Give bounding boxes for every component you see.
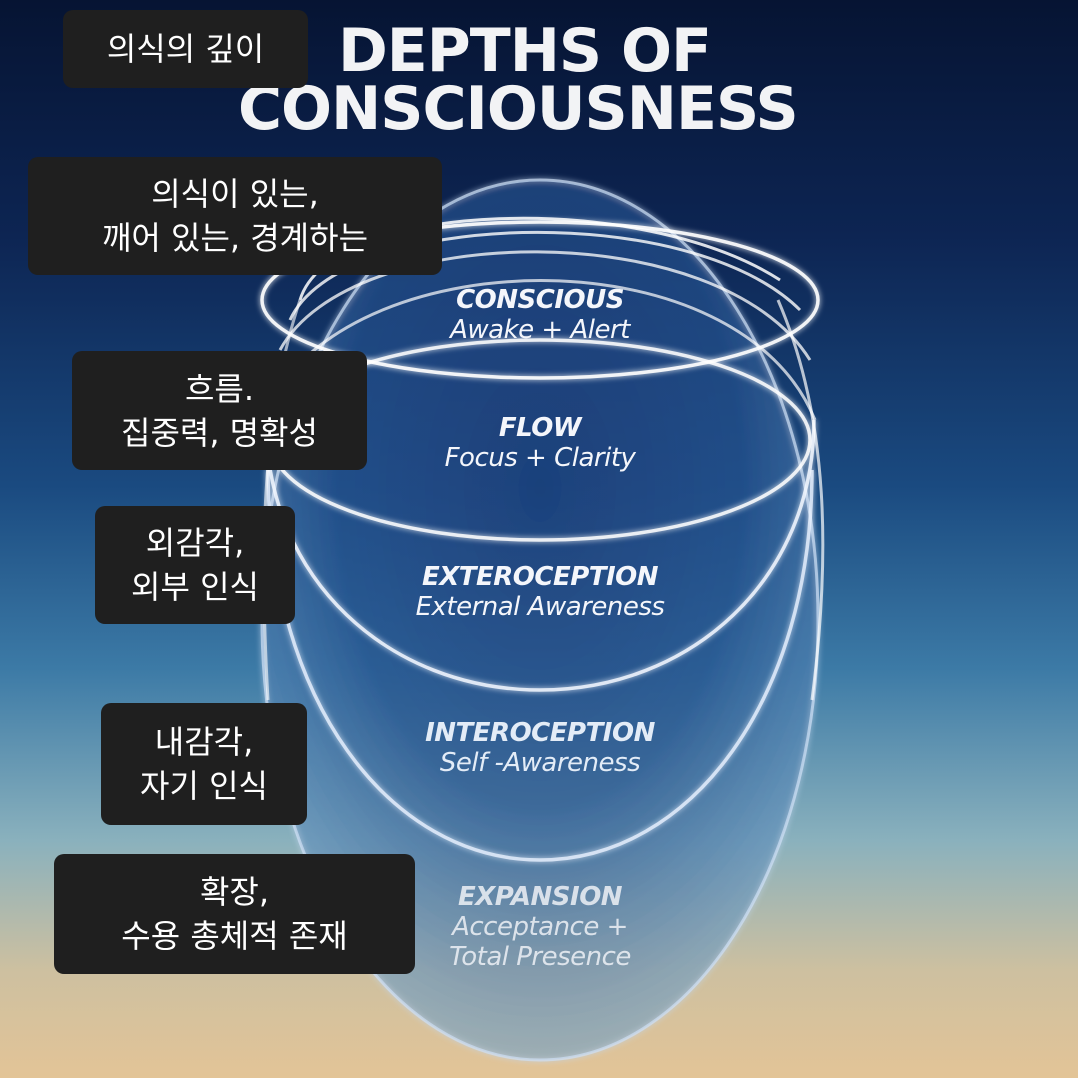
- note-expansion-korean: 확장, 수용 총체적 존재: [54, 854, 415, 974]
- layer-desc: External Awareness: [415, 592, 665, 622]
- layer-interoception: INTEROCEPTION Self -Awareness: [360, 718, 720, 778]
- note-line: 의식의 깊이: [106, 30, 265, 68]
- ring-side-left: [262, 299, 302, 701]
- note-exteroception-korean: 외감각, 외부 인식: [95, 506, 295, 624]
- note-line: 수용 총체적 존재: [121, 917, 348, 955]
- ring-arc-2: [288, 230, 802, 321]
- layer-exteroception: EXTEROCEPTION External Awareness: [360, 562, 720, 622]
- layer-name: EXTEROCEPTION: [421, 562, 659, 592]
- layer-name: FLOW: [498, 413, 582, 443]
- note-line: 자기 인식: [140, 767, 268, 805]
- note-line: 깨어 있는, 경계하는: [101, 219, 369, 257]
- ring-conscious: [260, 220, 820, 380]
- layer-desc: Focus + Clarity: [444, 443, 636, 473]
- note-line: 외감각,: [145, 524, 245, 562]
- layer-desc-2: Total Presence: [449, 942, 631, 972]
- ring-side-right: [776, 299, 825, 701]
- title-line-1: DEPTHS OF: [338, 16, 712, 86]
- layer-name: INTEROCEPTION: [425, 718, 655, 748]
- title-line-2: CONSCIOUSNESS: [238, 74, 799, 144]
- layer-name: CONSCIOUS: [456, 285, 624, 315]
- note-line: 의식이 있는,: [151, 175, 319, 213]
- ring-arc-3: [278, 250, 812, 361]
- note-line: 집중력, 명확성: [121, 413, 318, 452]
- note-line: 확장,: [199, 873, 270, 911]
- note-depths-korean: 의식의 깊이: [63, 10, 308, 88]
- note-line: 내감각,: [154, 723, 254, 761]
- ring-exteroception: [264, 419, 816, 692]
- ring-arc-4: [270, 279, 817, 421]
- note-interoception-korean: 내감각, 자기 인식: [101, 703, 307, 825]
- note-conscious-korean: 의식이 있는, 깨어 있는, 경계하는: [28, 157, 442, 275]
- layer-flow: FLOW Focus + Clarity: [360, 413, 720, 473]
- layer-desc: Acceptance +: [452, 912, 628, 942]
- note-line: 외부 인식: [131, 568, 259, 606]
- note-line: 흐름.: [184, 369, 255, 408]
- note-flow-korean: 흐름. 집중력, 명확성: [72, 351, 367, 470]
- ring-interoception: [266, 469, 814, 862]
- layer-expansion: EXPANSION Acceptance + Total Presence: [360, 882, 720, 972]
- layer-desc: Self -Awareness: [439, 748, 641, 778]
- diagram-title: DEPTHS OF CONSCIOUSNESS: [238, 16, 878, 144]
- layer-name: EXPANSION: [457, 882, 623, 912]
- layer-conscious: CONSCIOUS Awake + Alert: [360, 285, 720, 345]
- layer-desc: Awake + Alert: [450, 315, 630, 345]
